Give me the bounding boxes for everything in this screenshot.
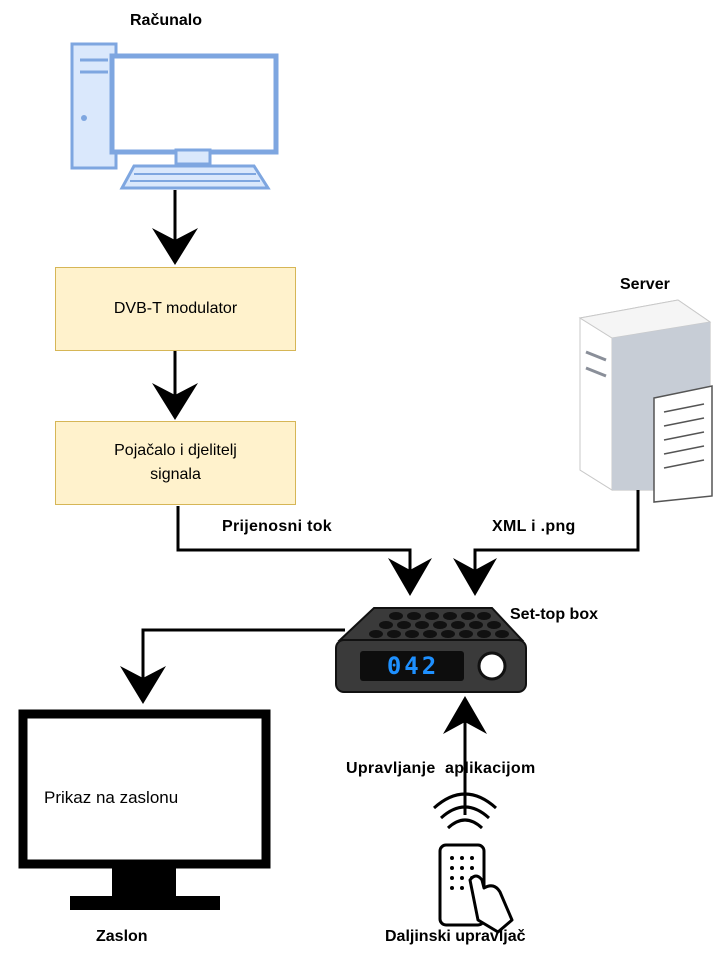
set-top-box-label: Set-top box bbox=[510, 606, 598, 623]
dvb-t-modulator-box: DVB-T modulator bbox=[55, 267, 296, 351]
connector-xml-png bbox=[453, 490, 640, 596]
computer-label: Računalo bbox=[130, 12, 203, 29]
amplifier-label-line2: signala bbox=[150, 466, 201, 483]
remote-control-icon bbox=[432, 792, 514, 934]
server-icon bbox=[578, 299, 713, 503]
connector-transport-stream bbox=[176, 506, 432, 596]
connector-settop-to-screen bbox=[120, 628, 345, 704]
server-label: Server bbox=[620, 276, 670, 293]
remote-label: Daljinski upravljač bbox=[385, 928, 526, 945]
desktop-computer-icon bbox=[70, 42, 279, 190]
transport-stream-label: Prijenosni tok bbox=[222, 518, 332, 535]
arrow-modulator-to-amplifier bbox=[152, 350, 198, 420]
connector-remote-to-settop bbox=[443, 696, 487, 815]
amplifier-label-line1: Pojačalo i djelitelj bbox=[114, 442, 237, 459]
dvb-t-modulator-label: DVB-T modulator bbox=[113, 300, 238, 317]
monitor-icon bbox=[18, 709, 271, 910]
screen-content-text: Prikaz na zaslonu bbox=[44, 788, 179, 807]
xml-png-label: XML i .png bbox=[492, 518, 576, 535]
screen-label: Zaslon bbox=[96, 928, 148, 945]
arrow-computer-to-modulator bbox=[152, 190, 198, 265]
amplifier-splitter-box: Pojačalo i djelitelj signala bbox=[55, 421, 296, 505]
settop-display-digits: 042 bbox=[386, 652, 440, 680]
app-control-label: Upravljanje aplikacijom bbox=[346, 760, 536, 777]
set-top-box-icon bbox=[335, 607, 527, 693]
